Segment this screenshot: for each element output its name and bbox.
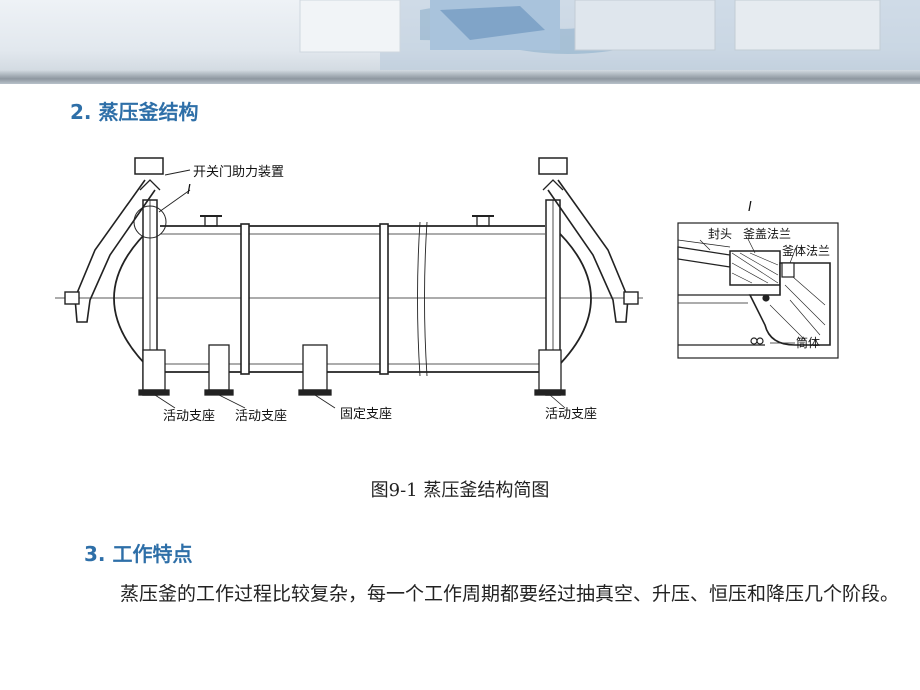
section3-heading: 3. 工作特点 — [84, 542, 193, 566]
label-lid-flange: 釜盖法兰 — [743, 226, 791, 241]
ring-flange-2 — [379, 223, 389, 375]
support-fixed — [298, 344, 332, 396]
detail-circle — [133, 205, 167, 239]
detail-title: I — [748, 200, 752, 215]
detail-drawing: I 封头 釜盖法兰 釜体法兰 筒体 — [677, 200, 839, 359]
support-left-2 — [204, 344, 234, 396]
label-shell: 筒体 — [796, 335, 820, 350]
right-arm — [547, 179, 629, 323]
left-arm — [74, 179, 156, 323]
label-support-right: 活动支座 — [545, 407, 597, 422]
cube-left — [299, 0, 401, 53]
autoclave-drawing: 开关门助力装置 I 活动支座 活动支座 固定支座 活动支座 — [55, 157, 643, 424]
cube-right1 — [574, 0, 716, 51]
label-door-device: 开关门助力装置 — [193, 165, 284, 180]
support-left-1 — [138, 349, 170, 396]
section2-heading: 2. 蒸压釜结构 — [70, 100, 199, 124]
label-support-left-2: 活动支座 — [235, 409, 287, 424]
detail-head — [677, 246, 731, 268]
header-banner — [0, 0, 920, 84]
label-support-left-1: 活动支座 — [163, 409, 215, 424]
nozzle-left — [204, 215, 218, 227]
label-body-flange: 釜体法兰 — [782, 243, 830, 258]
detail-body-flange — [748, 262, 831, 346]
detail-frame — [677, 222, 839, 359]
left-head — [113, 225, 154, 373]
banner-graphic — [299, 0, 920, 70]
right-bracket — [538, 157, 568, 175]
banner-shadow — [0, 70, 920, 84]
section3-paragraph: 蒸压釜的工作过程比较复杂，每一个工作周期都要经过抽真空、升压、恒压和降压几个阶段… — [120, 583, 900, 605]
label-head: 封头 — [708, 227, 732, 241]
cube-right2 — [734, 0, 881, 51]
cube-center — [430, 0, 560, 50]
right-head — [551, 225, 592, 373]
label-detail-marker: I — [187, 183, 191, 198]
figure-caption: 图9-1 蒸压釜结构简图 — [370, 480, 550, 501]
ring-flange-1 — [240, 223, 250, 375]
nozzle-right — [476, 215, 490, 227]
left-bracket — [134, 157, 164, 175]
label-support-fixed: 固定支座 — [340, 407, 392, 422]
support-right — [534, 349, 566, 396]
